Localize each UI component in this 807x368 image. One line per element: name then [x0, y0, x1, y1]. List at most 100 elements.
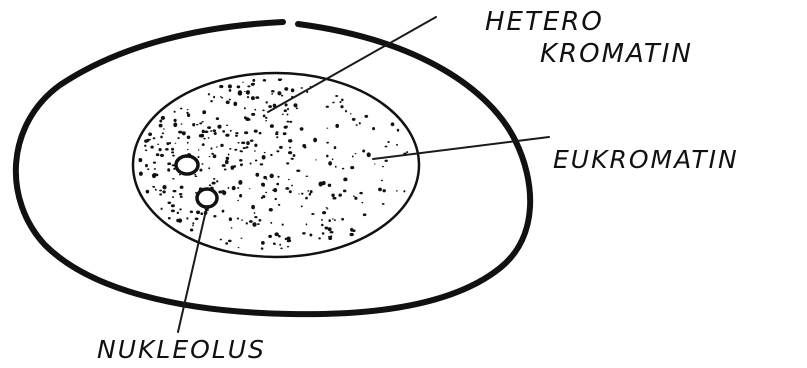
chromatin-dot [328, 219, 331, 222]
chromatin-dot [214, 132, 217, 135]
chromatin-dot [282, 223, 284, 225]
chromatin-dot [187, 113, 190, 117]
chromatin-dot [162, 190, 165, 193]
chromatin-dot [190, 228, 194, 231]
chromatin-dot [246, 90, 250, 95]
chromatin-dot [355, 153, 357, 154]
chromatin-dot [262, 155, 266, 160]
chromatin-dot [332, 102, 335, 104]
chromatin-dot [309, 193, 311, 196]
chromatin-dot [255, 173, 259, 177]
chromatin-dot [361, 202, 363, 204]
chromatin-dot [265, 192, 267, 193]
chromatin-dot [356, 124, 358, 126]
chromatin-dot [201, 121, 203, 123]
chromatin-dot [262, 110, 265, 112]
chromatin-dot [144, 145, 146, 147]
chromatin-dot [173, 122, 177, 127]
chromatin-dot [342, 168, 345, 170]
chromatin-dot [268, 105, 272, 108]
chromatin-dot [288, 139, 292, 142]
chromatin-dot [251, 205, 255, 209]
chromatin-dot [341, 218, 344, 221]
chromatin-dot [328, 227, 332, 231]
chromatin-dot [362, 149, 365, 152]
chromatin-dot [235, 132, 238, 134]
chromatin-dot [160, 136, 162, 139]
chromatin-dot [161, 116, 165, 120]
chromatin-dot [281, 95, 283, 97]
chromatin-dot [237, 217, 239, 219]
chromatin-dot [350, 233, 354, 236]
chromatin-dot [293, 103, 297, 107]
chromatin-dot [291, 88, 295, 92]
chromatin-dot [217, 125, 221, 129]
chromatin-dot [372, 127, 375, 130]
chromatin-dot [145, 164, 148, 167]
chromatin-dot [244, 91, 246, 92]
chromatin-dot [199, 122, 202, 124]
chromatin-dot [334, 219, 336, 221]
chromatin-dot [222, 130, 225, 133]
chromatin-dot [301, 193, 303, 195]
chromatin-dot [254, 109, 256, 111]
chromatin-dot [352, 229, 356, 232]
chromatin-dot [167, 162, 171, 165]
chromatin-dot [235, 135, 238, 137]
chromatin-dot [287, 113, 289, 115]
chromatin-dot [195, 175, 198, 177]
chromatin-dot [233, 102, 237, 107]
chromatin-dot [335, 95, 338, 97]
chromatin-dot [326, 155, 329, 158]
chromatin-dot [328, 161, 332, 165]
chromatin-dot [278, 204, 280, 206]
chromatin-dot [228, 84, 232, 88]
chromatin-dot [367, 152, 371, 157]
chromatin-dot [174, 111, 176, 113]
chromatin-dot [255, 96, 259, 99]
chromatin-dot [247, 85, 250, 87]
chromatin-dot [138, 158, 142, 162]
chromatin-dot [201, 163, 203, 165]
chromatin-dot [273, 188, 277, 192]
chromatin-dot [203, 138, 205, 140]
chromatin-dot [250, 140, 254, 142]
chromatin-dot [284, 109, 287, 112]
chromatin-dot [330, 231, 334, 233]
chromatin-dot [230, 130, 232, 132]
chromatin-dot [213, 215, 216, 217]
chromatin-dot [274, 198, 277, 200]
chromatin-dot [359, 122, 361, 124]
chromatin-dot [218, 190, 222, 193]
chromatin-dot [222, 164, 226, 167]
chromatin-dot [276, 136, 278, 138]
chromatin-dot [332, 197, 336, 200]
chromatin-dot [149, 139, 151, 140]
chromatin-dot [374, 164, 376, 165]
chromatin-dot [270, 154, 273, 156]
chromatin-dot [175, 143, 177, 144]
chromatin-dot [273, 242, 276, 245]
chromatin-dot [277, 91, 281, 95]
chromatin-dot [296, 107, 298, 109]
nucleolus-upper [176, 156, 198, 174]
chromatin-dot [153, 173, 156, 176]
chromatin-dot [210, 100, 213, 102]
chromatin-dot [220, 239, 222, 241]
chromatin-dot [246, 146, 248, 148]
chromatin-dot [146, 190, 150, 194]
chromatin-dot [222, 210, 225, 213]
chromatin-dot [280, 248, 282, 250]
chromatin-dot [167, 201, 171, 204]
chromatin-dot [309, 233, 312, 236]
chromatin-dot [338, 194, 341, 197]
nucleolus-lower [197, 189, 217, 207]
chromatin-dot [381, 180, 383, 181]
chromatin-dot [350, 113, 352, 114]
chromatin-dot [345, 110, 347, 113]
chromatin-dot [288, 151, 292, 154]
chromatin-dot [301, 87, 303, 89]
chromatin-dot [263, 176, 267, 179]
chromatin-dot [285, 103, 288, 106]
